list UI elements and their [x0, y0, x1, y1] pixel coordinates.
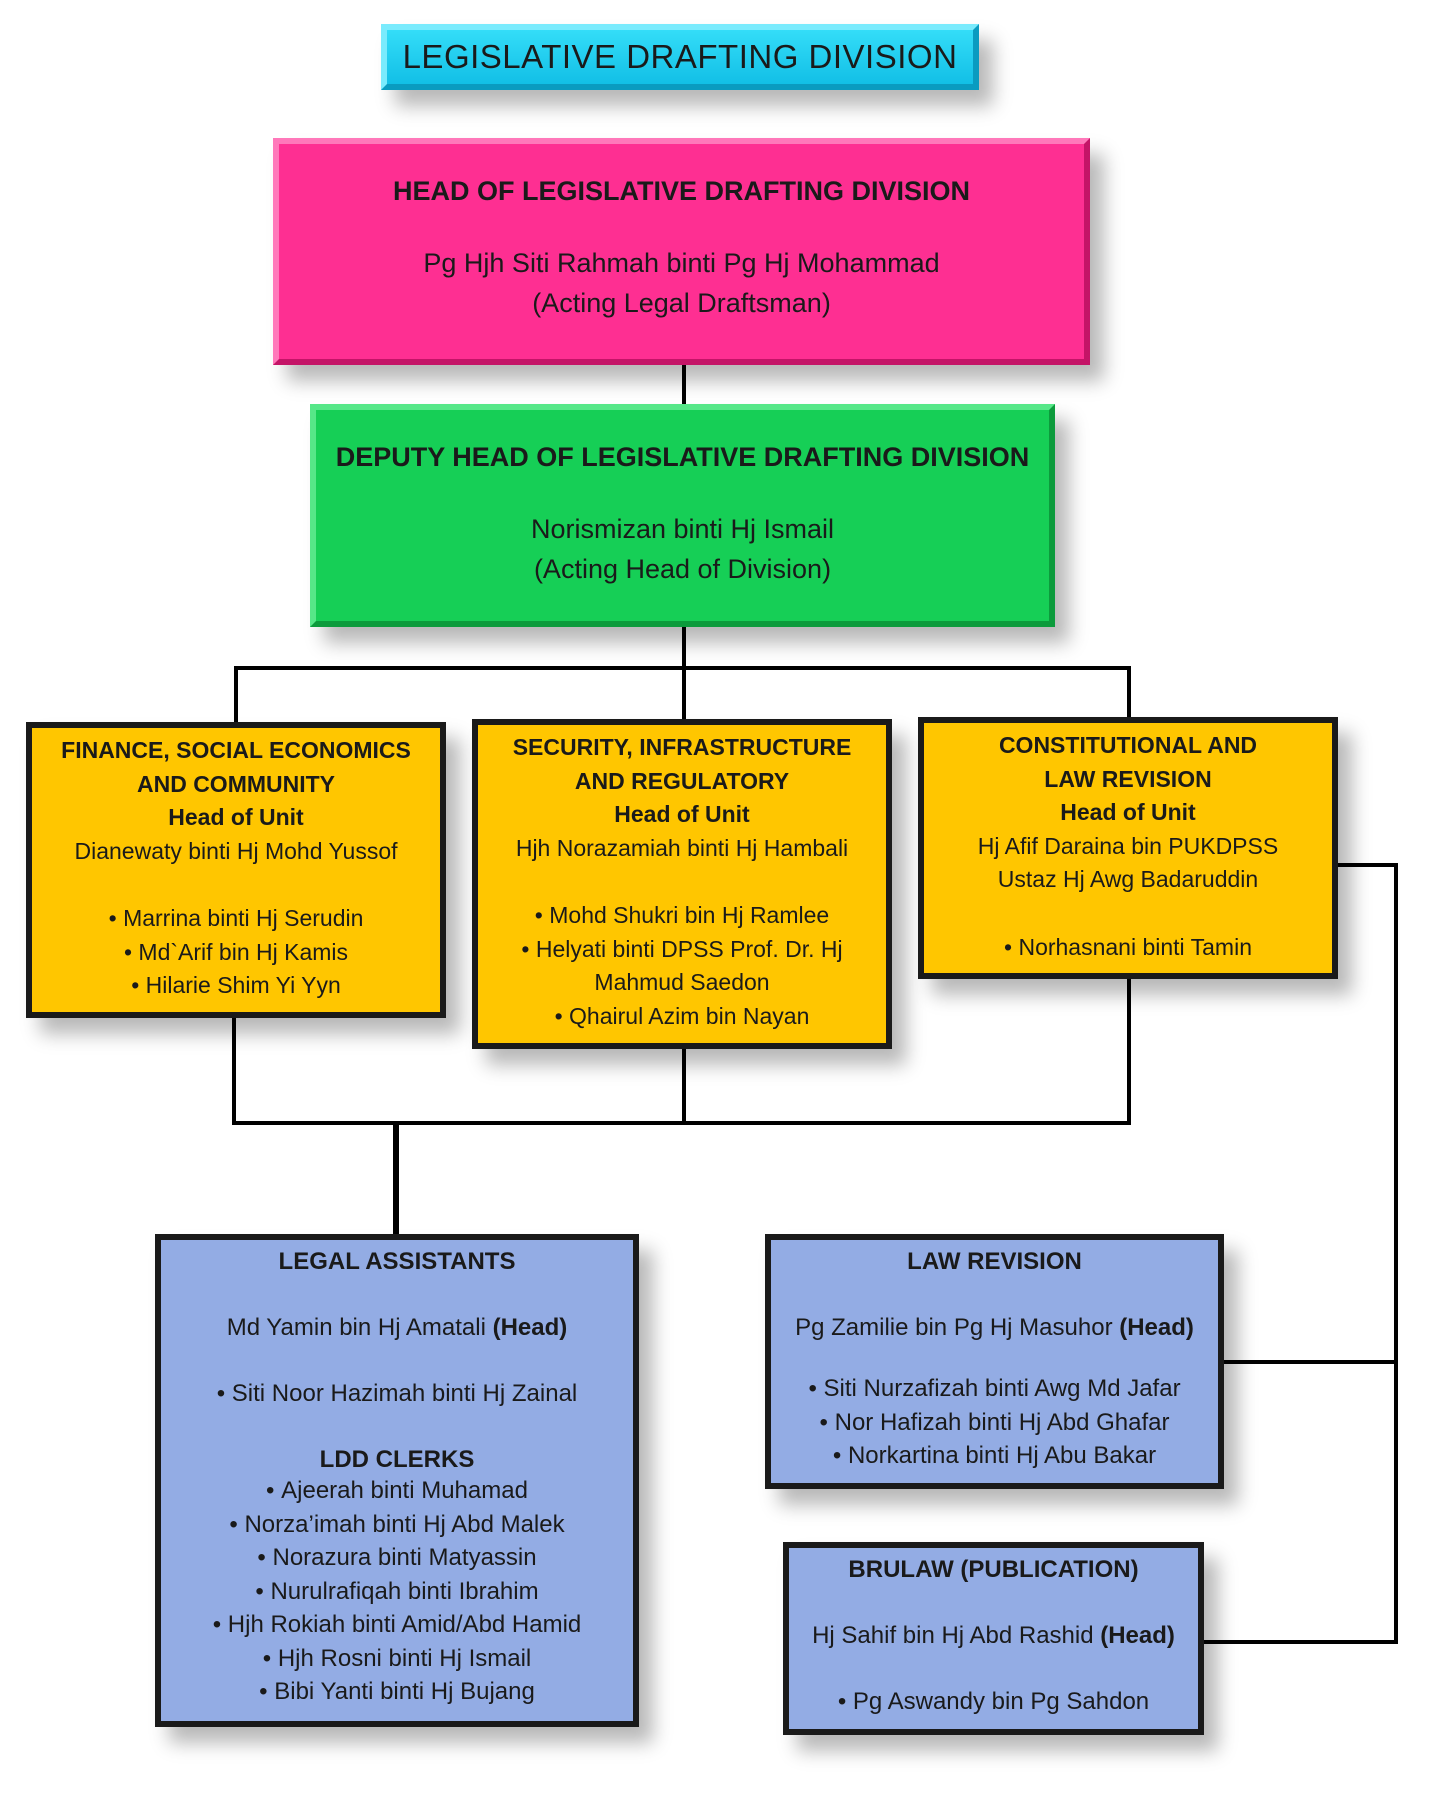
ldd-clerk: Nurulrafiqah binti Ibrahim [255, 1578, 538, 1605]
legal-assistants-member: Siti Noor Hazimah binti Hj Zainal [217, 1380, 578, 1407]
unit-constitutional-head-label: Head of Unit [1060, 799, 1196, 825]
unit-constitutional-title-1: CONSTITUTIONAL AND [998, 732, 1258, 758]
law-revision-member: Nor Hafizah binti Hj Abd Ghafar [820, 1409, 1170, 1436]
unit-security-title-2: AND REGULATORY [574, 767, 790, 794]
unit-security-member: Helyati binti DPSS Prof. Dr. Hj [521, 936, 842, 962]
deputy-box: DEPUTY HEAD OF LEGISLATIVE DRAFTING DIVI… [310, 404, 1055, 627]
unit-security-member: Mohd Shukri bin Hj Ramlee [535, 902, 829, 928]
head-name: Pg Hjh Siti Rahmah binti Pg Hj Mohammad [423, 248, 940, 278]
law-revision-title: LAW REVISION [907, 1248, 1082, 1275]
deputy-title: DEPUTY HEAD OF LEGISLATIVE DRAFTING DIVI… [335, 442, 1030, 472]
unit-finance-member: Marrina binti Hj Serudin [109, 905, 364, 931]
unit-security: SECURITY, INFRASTRUCTURE AND REGULATORY … [472, 719, 892, 1049]
brulaw-title: BRULAW (PUBLICATION) [848, 1556, 1139, 1583]
head-box: HEAD OF LEGISLATIVE DRAFTING DIVISION Pg… [273, 138, 1090, 365]
ldd-clerk: Hjh Rosni binti Hj Ismail [263, 1645, 531, 1672]
unit-security-head-label: Head of Unit [614, 801, 750, 827]
law-revision-box: LAW REVISION Pg Zamilie bin Pg Hj Masuho… [765, 1234, 1224, 1489]
unit-constitutional-member: Norhasnani binti Tamin [1004, 934, 1252, 960]
brulaw-head-name: Hj Sahif bin Hj Abd Rashid [812, 1622, 1094, 1649]
brulaw-head-tag: (Head) [1100, 1622, 1175, 1649]
unit-finance: FINANCE, SOCIAL ECONOMICS AND COMMUNITY … [26, 722, 446, 1018]
unit-finance-member: Md`Arif bin Hj Kamis [124, 939, 348, 965]
law-revision-head-name: Pg Zamilie bin Pg Hj Masuhor [795, 1314, 1113, 1341]
ldd-clerks-title: LDD CLERKS [319, 1446, 475, 1473]
unit-finance-head-label: Head of Unit [168, 804, 304, 830]
head-title: HEAD OF LEGISLATIVE DRAFTING DIVISION [392, 176, 971, 206]
unit-finance-title-1: FINANCE, SOCIAL ECONOMICS [61, 737, 411, 763]
unit-security-member-cont: Mahmud Saedon [594, 969, 770, 995]
unit-finance-member: Hilarie Shim Yi Yyn [131, 972, 341, 998]
law-revision-head-tag: (Head) [1119, 1314, 1194, 1341]
chart-title-text: LEGISLATIVE DRAFTING DIVISION [402, 38, 958, 75]
connector-constitutional-right [1204, 863, 1398, 1644]
law-revision-member: Siti Nurzafizah binti Awg Md Jafar [808, 1375, 1180, 1402]
deputy-role: (Acting Head of Division) [533, 554, 832, 584]
ldd-clerk: Ajeerah binti Muhamad [266, 1477, 528, 1504]
unit-finance-head-name: Dianewaty binti Hj Mohd Yussof [74, 837, 398, 864]
ldd-clerk: Norza’imah binti Hj Abd Malek [229, 1511, 564, 1538]
law-revision-member: Norkartina binti Hj Abu Bakar [833, 1442, 1156, 1469]
unit-security-title-1: SECURITY, INFRASTRUCTURE [512, 734, 852, 760]
unit-security-member: Qhairul Azim bin Nayan [555, 1003, 810, 1029]
unit-security-head-name: Hjh Norazamiah binti Hj Hambali [515, 834, 849, 861]
legal-assistants-head-tag: (Head) [492, 1314, 568, 1341]
connector-bottom-bus [232, 979, 1131, 1125]
unit-constitutional: CONSTITUTIONAL AND LAW REVISION Head of … [918, 717, 1338, 979]
chart-title: LEGISLATIVE DRAFTING DIVISION [381, 24, 979, 90]
brulaw-member: Pg Aswandy bin Pg Sahdon [838, 1688, 1149, 1715]
unit-finance-title-2: AND COMMUNITY [136, 770, 336, 797]
ldd-clerk: Hjh Rokiah binti Amid/Abd Hamid [213, 1611, 582, 1638]
ldd-clerk: Norazura binti Matyassin [257, 1544, 536, 1571]
legal-assistants-title: LEGAL ASSISTANTS [278, 1248, 516, 1275]
ldd-clerk: Bibi Yanti binti Hj Bujang [259, 1678, 535, 1705]
unit-constitutional-head-name-1: Hj Afif Daraina bin PUKDPSS [977, 832, 1279, 859]
legal-assistants-head-name: Md Yamin bin Hj Amatali [226, 1314, 486, 1341]
deputy-name: Norismizan binti Hj Ismail [530, 514, 835, 544]
unit-constitutional-title-2: LAW REVISION [1044, 765, 1212, 792]
brulaw-box: BRULAW (PUBLICATION) Hj Sahif bin Hj Abd… [783, 1542, 1204, 1735]
head-role: (Acting Legal Draftsman) [532, 288, 831, 318]
unit-constitutional-head-name-2: Ustaz Hj Awg Badaruddin [997, 866, 1259, 892]
legal-assistants-box: LEGAL ASSISTANTS Md Yamin bin Hj Amatali… [155, 1234, 639, 1727]
